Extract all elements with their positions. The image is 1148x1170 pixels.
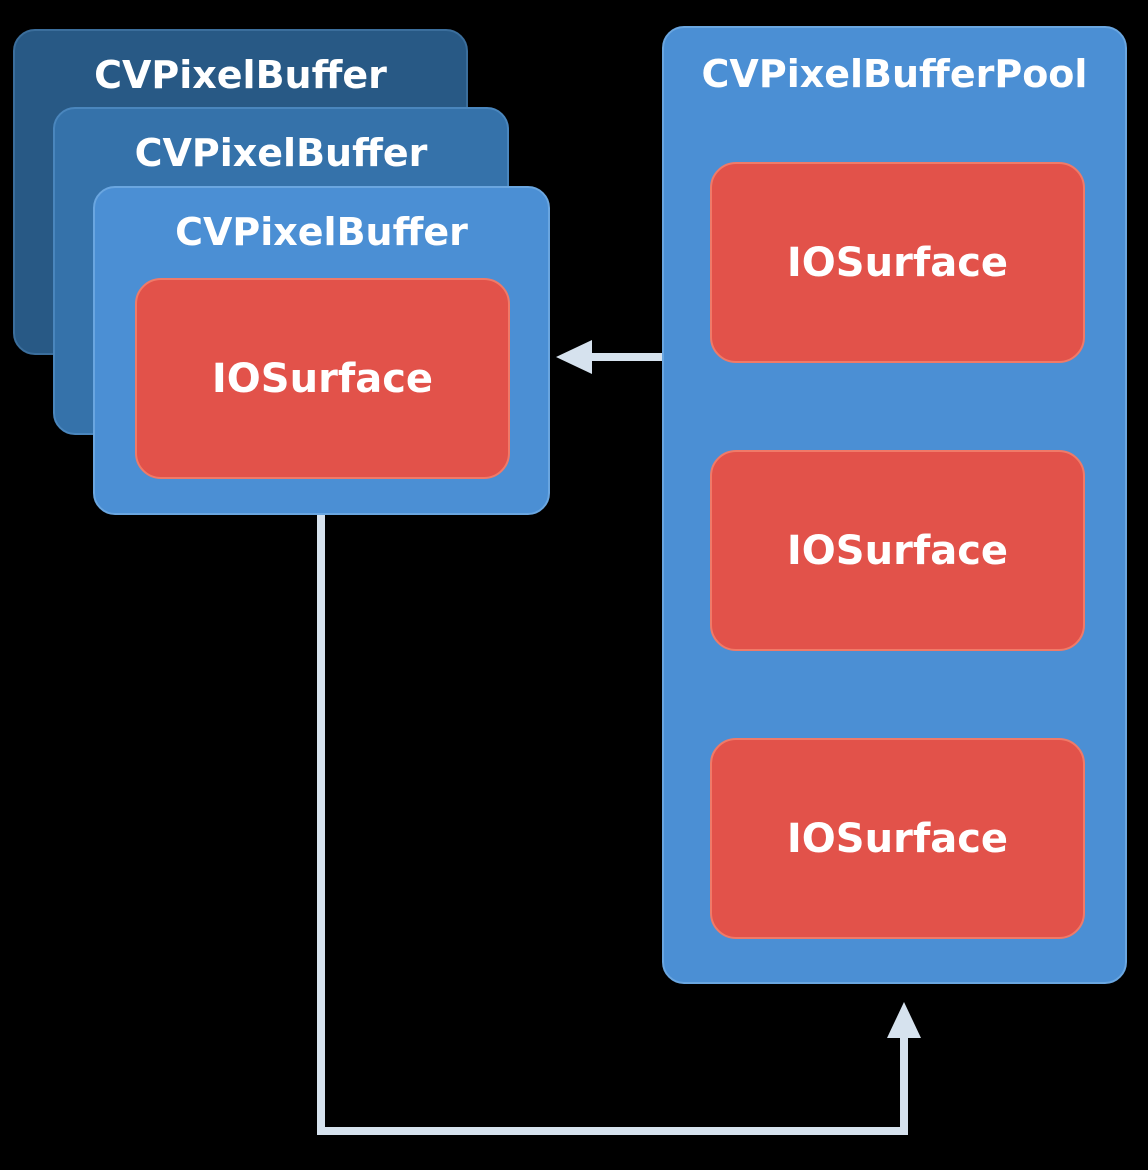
pool-iosurface-3: IOSurface	[710, 738, 1085, 939]
pool-iosurface-1: IOSurface	[710, 162, 1085, 363]
pixel-buffer-label: CVPixelBuffer	[175, 210, 468, 254]
pixel-buffer-pool: CVPixelBufferPool IOSurface IOSurface IO…	[662, 26, 1127, 984]
pixel-buffer-label: CVPixelBuffer	[94, 53, 387, 97]
pool-label: CVPixelBufferPool	[701, 52, 1088, 96]
arrow-buffer-to-pool	[317, 515, 921, 1135]
pixel-buffer-label: CVPixelBuffer	[134, 131, 428, 175]
pool-iosurface-2: IOSurface	[710, 450, 1085, 651]
arrow-pool-to-buffer	[556, 340, 662, 374]
buffer-iosurface: IOSurface	[135, 278, 510, 479]
pixel-buffer-front: CVPixelBuffer IOSurface	[93, 186, 550, 515]
